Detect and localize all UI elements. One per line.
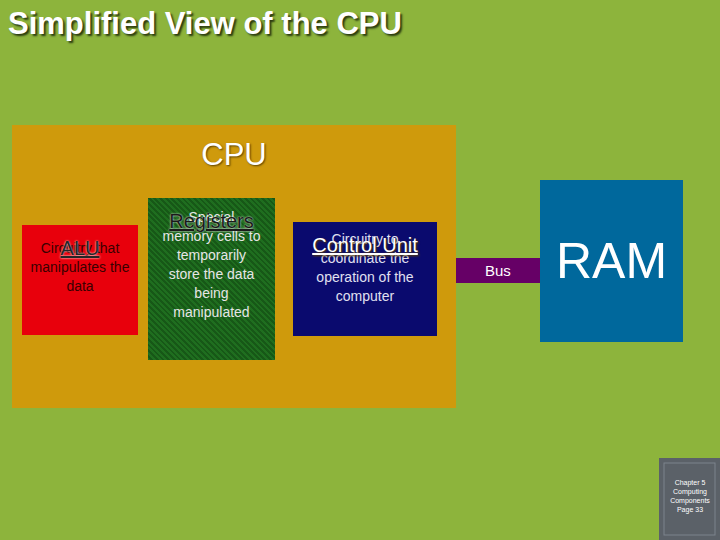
box-heading: RAM <box>556 232 667 290</box>
box-heading: Control Unit <box>293 234 437 257</box>
alu-box: ALUCircuitry that manipulates the data <box>22 225 138 335</box>
bus-label: Bus <box>485 262 511 279</box>
page-thumbnail <box>659 458 720 540</box>
page-reference: Chapter 5 Computing Components Page 33 <box>662 478 718 514</box>
ram-box: RAM <box>540 180 683 342</box>
box-heading: ALU <box>22 237 138 260</box>
cpu-box: CPU ALUCircuitry that manipulates the dat… <box>12 125 456 408</box>
box-heading: CPU <box>12 137 456 173</box>
slide-title: Simplified View of the CPU <box>8 6 402 42</box>
registers-box: RegistersSpecial memory cells to tempora… <box>148 198 275 360</box>
control-unit-box: Control UnitCircuitry to coordinate the … <box>293 222 437 336</box>
bus-connector <box>456 258 540 283</box>
box-heading: Registers <box>148 210 275 233</box>
